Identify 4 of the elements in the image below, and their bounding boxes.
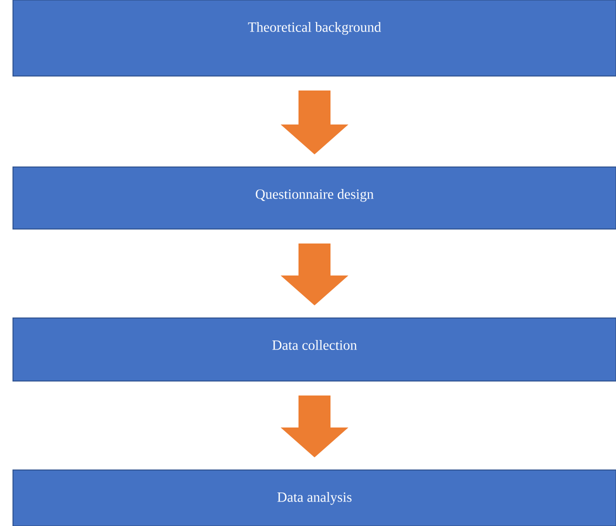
process-box: Questionnaire design: [12, 166, 616, 230]
process-box: Theoretical background: [12, 0, 616, 76]
process-box: Data collection: [12, 317, 616, 382]
process-box: Data analysis: [12, 469, 616, 526]
